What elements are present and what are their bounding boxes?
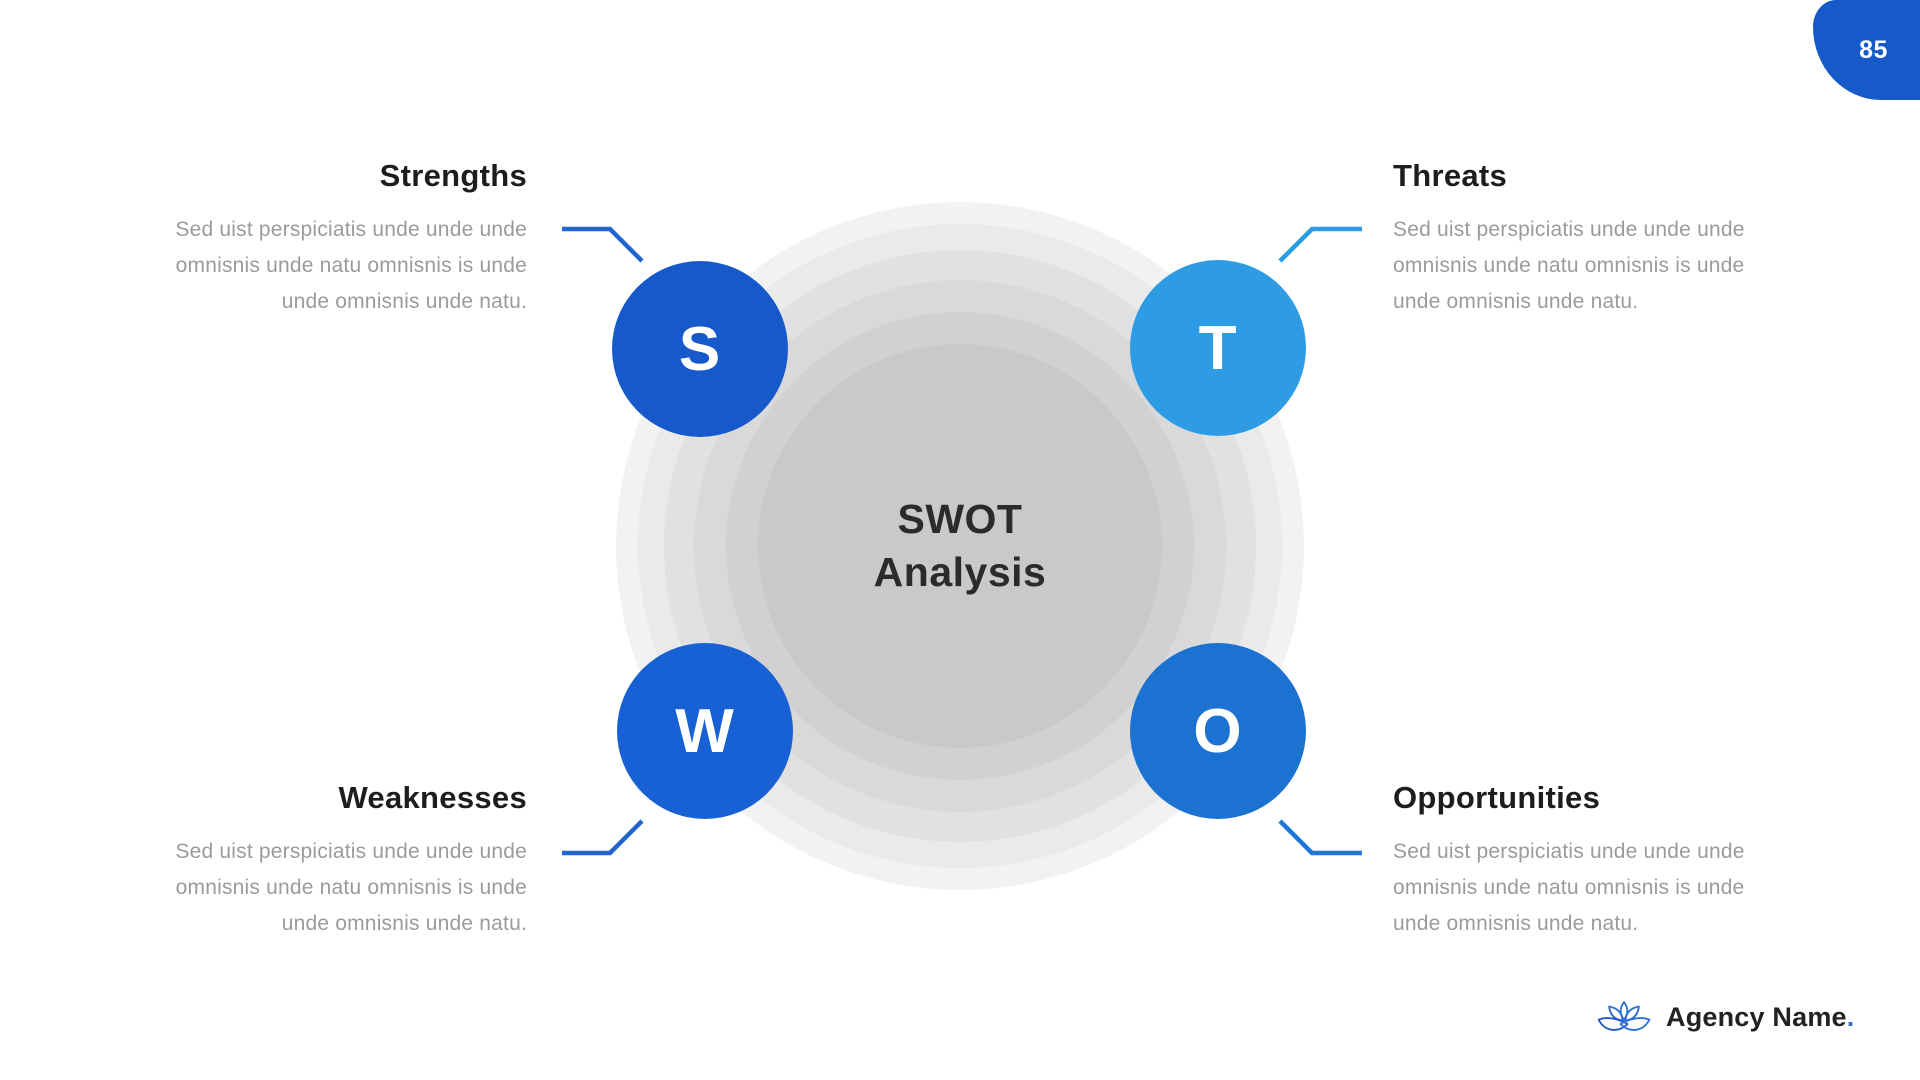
brand-name: Agency Name. xyxy=(1666,1001,1855,1032)
opportunities-connector-line xyxy=(1278,819,1362,856)
strengths-circle: S xyxy=(612,261,788,437)
strengths-text-block: Strengths Sed uist perspiciatis unde und… xyxy=(131,156,527,320)
lotus-icon xyxy=(1597,1001,1651,1031)
strengths-letter: S xyxy=(678,314,722,384)
threats-text-block: Threats Sed uist perspiciatis unde unde … xyxy=(1393,156,1789,320)
strengths-connector-line xyxy=(562,226,644,263)
weaknesses-text-block: Weaknesses Sed uist perspiciatis unde un… xyxy=(131,778,527,942)
center-title-line2: Analysis xyxy=(873,549,1047,595)
strengths-title: Strengths xyxy=(379,158,527,193)
brand-dot: . xyxy=(1846,1001,1855,1032)
brand-footer: Agency Name. xyxy=(1596,996,1854,1038)
threats-title: Threats xyxy=(1393,158,1508,193)
opportunities-letter: O xyxy=(1193,696,1243,766)
opportunities-text-block: Opportunities Sed uist perspiciatis unde… xyxy=(1393,778,1789,942)
page-number-badge: 85 xyxy=(1813,0,1920,100)
threats-circle: T xyxy=(1130,260,1306,436)
weaknesses-body: Sed uist perspiciatis unde unde unde omn… xyxy=(175,840,527,935)
center-title-line1: SWOT xyxy=(897,496,1023,542)
diagram-center-title: SWOT Analysis xyxy=(760,493,1160,599)
page-number: 85 xyxy=(1859,35,1888,64)
weaknesses-circle: W xyxy=(617,643,793,819)
opportunities-circle: O xyxy=(1130,643,1306,819)
threats-body: Sed uist perspiciatis unde unde unde omn… xyxy=(1393,218,1745,313)
threats-letter: T xyxy=(1198,313,1238,383)
weaknesses-title: Weaknesses xyxy=(338,780,527,815)
strengths-body: Sed uist perspiciatis unde unde unde omn… xyxy=(175,218,527,313)
opportunities-body: Sed uist perspiciatis unde unde unde omn… xyxy=(1393,840,1745,935)
threats-connector-line xyxy=(1278,226,1362,263)
opportunities-title: Opportunities xyxy=(1393,780,1601,815)
weaknesses-letter: W xyxy=(675,696,735,766)
weaknesses-connector-line xyxy=(562,819,644,856)
